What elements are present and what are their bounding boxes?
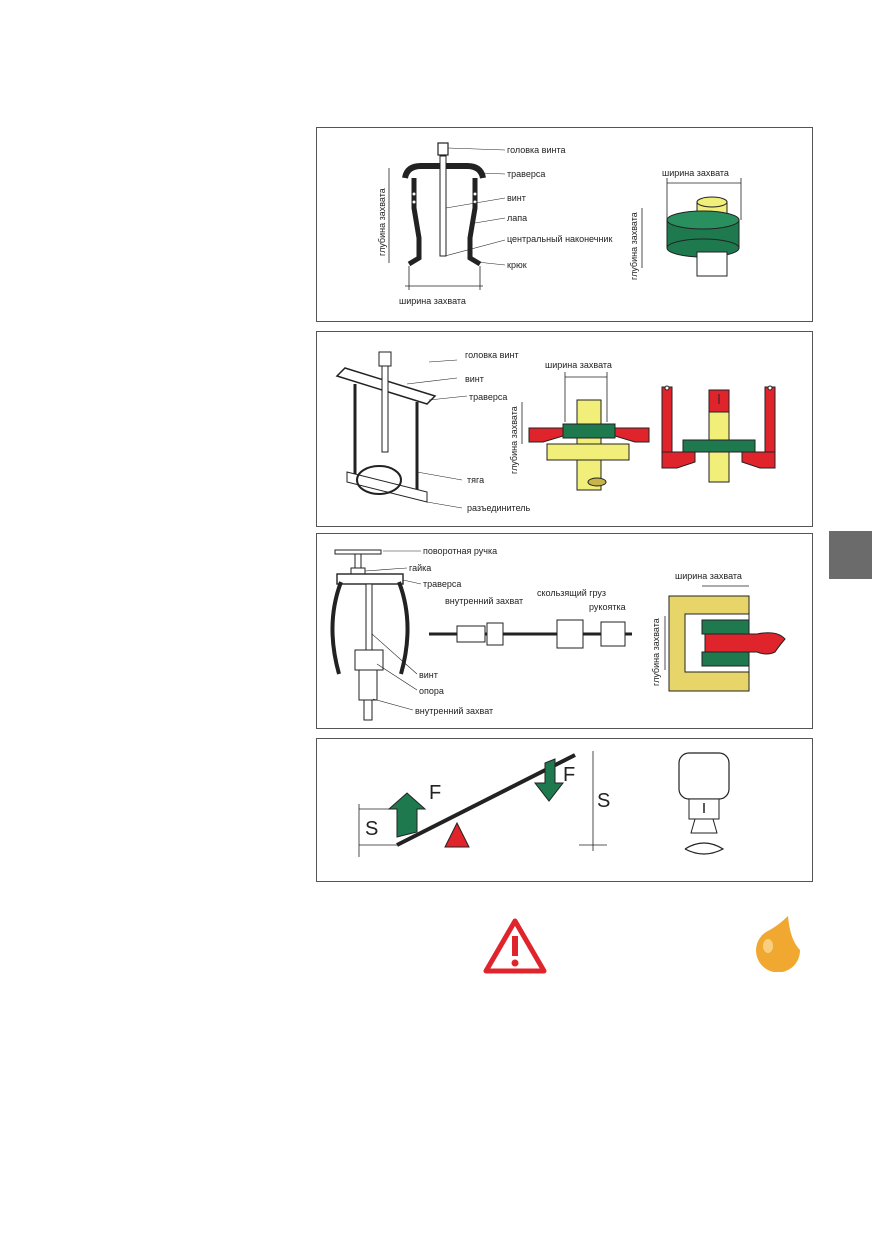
label-separator: разъединитель bbox=[467, 503, 531, 513]
rotate-icon bbox=[684, 842, 725, 855]
label-support: опора bbox=[419, 686, 444, 696]
two-leg-puller-diagram: головка винта траверса винт лапа централ… bbox=[377, 142, 742, 306]
label-handle: рукоятка bbox=[589, 602, 626, 612]
warning-triangle-icon bbox=[483, 918, 547, 974]
label-grip-width: ширина захвата bbox=[675, 571, 742, 581]
label-grip-depth: глубина захвата bbox=[651, 618, 661, 686]
panel-lever-principle: S F F S bbox=[316, 738, 813, 882]
panel-internal-puller: поворотная ручка гайка траверса винт опо… bbox=[316, 533, 813, 729]
label-rod: тяга bbox=[467, 475, 484, 485]
label-grip-depth: глубина захвата bbox=[377, 188, 387, 256]
label-sliding-weight: скользящий груз bbox=[537, 588, 606, 598]
label-internal-grip: внутренний захват bbox=[445, 596, 523, 606]
internal-puller-diagram: поворотная ручка гайка траверса винт опо… bbox=[330, 546, 786, 721]
label-grip-width: ширина захвата bbox=[545, 360, 612, 370]
panel-separator-puller: головка винт винт траверса тяга разъедин… bbox=[316, 331, 813, 527]
label-grip-depth: глубина захвата bbox=[509, 406, 519, 474]
label-leg: лапа bbox=[507, 213, 527, 223]
label-hook: крюк bbox=[507, 260, 527, 270]
arrow-down-icon bbox=[533, 758, 565, 802]
arrow-up-icon bbox=[387, 792, 427, 838]
label-crossbar: траверса bbox=[423, 579, 461, 589]
label-screw-head: головка винта bbox=[507, 145, 565, 155]
label-rotary-handle: поворотная ручка bbox=[423, 546, 497, 556]
label-screw: винт bbox=[465, 374, 484, 384]
side-section-tab bbox=[829, 531, 872, 579]
label-crossbar: траверса bbox=[469, 392, 507, 402]
separator-puller-diagram: головка винт винт траверса тяга разъедин… bbox=[335, 350, 776, 513]
label-grip-width: ширина захвата bbox=[399, 296, 466, 306]
label-internal-grip-bottom: внутренний захват bbox=[415, 706, 493, 716]
label-screw-head: головка винт bbox=[465, 350, 519, 360]
label-force-right: F bbox=[563, 764, 575, 786]
lever-diagram: S F F S bbox=[358, 751, 730, 857]
label-screw: винт bbox=[419, 670, 438, 680]
panel-two-leg-puller: головка винта траверса винт лапа централ… bbox=[316, 127, 813, 322]
label-grip-width-right: ширина захвата bbox=[662, 168, 729, 178]
label-crossbar: траверса bbox=[507, 169, 545, 179]
label-grip-depth-right: глубина захвата bbox=[629, 212, 639, 280]
label-stroke-right: S bbox=[597, 790, 610, 812]
label-screw: винт bbox=[507, 193, 526, 203]
label-nut: гайка bbox=[409, 563, 431, 573]
label-stroke-left: S bbox=[365, 818, 378, 840]
label-force-left: F bbox=[429, 782, 441, 804]
fulcrum-icon bbox=[444, 821, 470, 848]
oil-drop-icon bbox=[756, 916, 801, 972]
label-center-tip: центральный наконечник bbox=[507, 234, 612, 244]
